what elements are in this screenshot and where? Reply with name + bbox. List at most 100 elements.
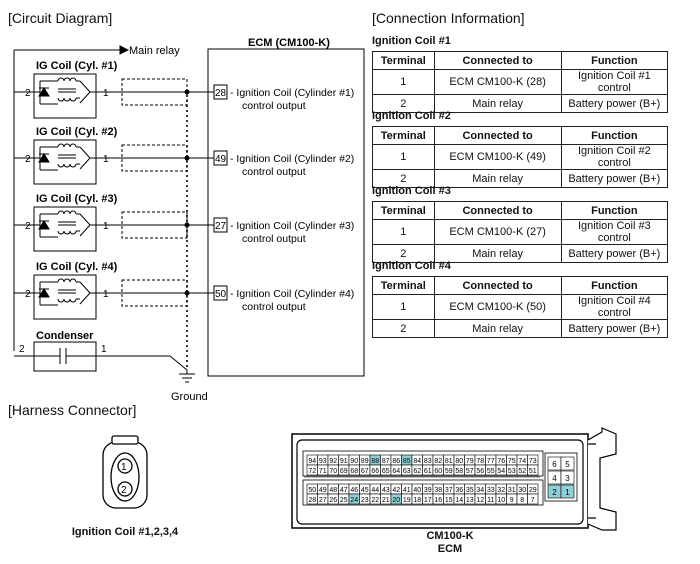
ecm-pin-label: 88 — [371, 458, 379, 465]
ecm-pin-label: 16 — [434, 497, 442, 504]
ecm-pin-label: 93 — [319, 458, 327, 465]
ecm-pin-label: 44 — [371, 487, 379, 494]
ecm-pin-72 — [306, 464, 318, 476]
ecm-pin-label: 91 — [340, 458, 348, 465]
ecm-pin-29 — [527, 483, 539, 495]
table-header: Function — [560, 51, 669, 70]
ecm-pin-label: 60 — [434, 468, 442, 475]
diode-icon — [38, 288, 50, 298]
coil-pin2: 2 — [25, 221, 31, 232]
ecm-pin-label: 40 — [413, 487, 421, 494]
diode-icon — [38, 87, 50, 97]
ecm-pin-3 — [560, 470, 575, 485]
ecm-pin-2 — [547, 484, 562, 499]
ecm-pin-label: 82 — [434, 458, 442, 465]
ecm-pin-49 — [317, 483, 329, 495]
table-cell: Ignition Coil #2 control — [560, 144, 669, 170]
ecm-pin-label: 22 — [371, 497, 379, 504]
ecm-pin-64 — [390, 464, 402, 476]
table-cell: Ignition Coil #4 control — [560, 294, 669, 320]
ecm-pin-52 — [516, 464, 528, 476]
ecm-pin-82 — [432, 454, 444, 466]
ecm-pin-44 — [369, 483, 381, 495]
ecm-pin-label: 90 — [350, 458, 358, 465]
ecm-pin-68 — [348, 464, 360, 476]
table-cell: Battery power (B+) — [560, 94, 669, 113]
ecm-pin-86 — [390, 454, 402, 466]
ecm-pin-12 — [474, 493, 486, 505]
ground-label: Ground — [171, 391, 208, 400]
ecm-pin-41 — [401, 483, 413, 495]
ecm-pin-label: 63 — [403, 468, 411, 475]
ecm-title: ECM (CM100-K) — [248, 37, 330, 49]
table-cell: Battery power (B+) — [560, 169, 669, 188]
shield-box — [121, 78, 188, 106]
ecm-pin-label: 30 — [518, 487, 526, 494]
ecm-pin-88 — [369, 454, 381, 466]
conn-table-title: Ignition Coil #3 — [372, 185, 451, 197]
ecm-pin-label: 13 — [466, 497, 474, 504]
coil-name: IG Coil (Cyl. #4) — [36, 261, 118, 273]
ecm-pin-35 — [464, 483, 476, 495]
ecm-pin-62 — [411, 464, 423, 476]
table-header: Connected to — [433, 126, 562, 145]
ecm-pin-label: 26 — [329, 497, 337, 504]
ecm-pin-89 — [359, 454, 371, 466]
ecm-pin-25 — [338, 493, 350, 505]
table-cell: Ignition Coil #3 control — [560, 219, 669, 245]
ecm-pin-label: 71 — [319, 468, 327, 475]
ecm-pin-box — [213, 150, 228, 166]
ecm-pin-label: 83 — [424, 458, 432, 465]
ecm-pin-17 — [422, 493, 434, 505]
table-header: Function — [560, 201, 669, 220]
diode-icon — [38, 220, 50, 230]
table-cell: 1 — [372, 219, 435, 245]
ecm-pin-22 — [369, 493, 381, 505]
ecm-pin-36 — [453, 483, 465, 495]
ecm-pin-47 — [338, 483, 350, 495]
table-cell: Main relay — [433, 319, 562, 338]
ecm-pin-71 — [317, 464, 329, 476]
ecm-pin-label: 57 — [466, 468, 474, 475]
coil-pin-1 — [117, 458, 133, 474]
ecm-pin-73 — [527, 454, 539, 466]
conn-table-title: Ignition Coil #4 — [372, 260, 451, 272]
coil-box — [33, 206, 97, 252]
ecm-pin-label: 50 — [308, 487, 316, 494]
ecm-pin-label: 24 — [350, 497, 358, 504]
ecm-pin-label: 92 — [329, 458, 337, 465]
ecm-pin-19 — [401, 493, 413, 505]
ecm-pin-32 — [495, 483, 507, 495]
ecm-pin-70 — [327, 464, 339, 476]
ecm-pin-93 — [317, 454, 329, 466]
ecm-pin-50 — [306, 483, 318, 495]
table-cell: 1 — [372, 69, 435, 95]
ecm-pin-label: 11 — [487, 497, 494, 504]
ecm-pin-label: 75 — [508, 458, 516, 465]
ecm-pin-label: 85 — [403, 458, 411, 465]
ecm-pin-label: 5 — [565, 460, 570, 469]
ig-coil-1 — [14, 73, 228, 119]
ecm-pin-58 — [453, 464, 465, 476]
ecm-pin-24 — [348, 493, 360, 505]
ecm-pin-38 — [432, 483, 444, 495]
conn-table-title: Ignition Coil #1 — [372, 35, 451, 47]
ecm-pin-42 — [390, 483, 402, 495]
ecm-pin-label: 14 — [455, 497, 463, 504]
ecm-pin-label: 61 — [424, 468, 432, 475]
ecm-pin-label: 47 — [340, 487, 348, 494]
ecm-pin-label: 53 — [508, 468, 516, 475]
ecm-pin-label: 29 — [529, 487, 537, 494]
ecm-pin-label: 25 — [340, 497, 348, 504]
ecm-pin-8 — [516, 493, 528, 505]
coil-box — [33, 73, 97, 119]
ecm-pin-label: 41 — [403, 487, 411, 494]
ecm-pin-46 — [348, 483, 360, 495]
coil-pin1: 1 — [103, 154, 109, 165]
ecm-lower-block — [302, 479, 544, 506]
